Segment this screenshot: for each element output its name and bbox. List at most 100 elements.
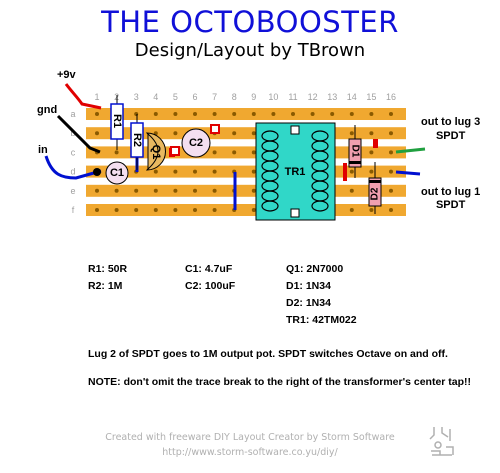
strip-hole: [212, 112, 217, 116]
strip-hole: [153, 169, 158, 174]
strip-hole: [193, 169, 197, 174]
strip-hole: [153, 208, 158, 212]
strip-hole: [95, 112, 99, 116]
column-label-10: 10: [268, 92, 278, 102]
strip-hole: [369, 131, 374, 136]
strip-hole: [95, 131, 99, 136]
column-label-7: 7: [212, 92, 217, 102]
bom-resistors: R1: 50R R2: 1M: [88, 263, 127, 297]
trace-cut: [343, 163, 347, 181]
column-label-6: 6: [192, 92, 197, 102]
label-tr1: TR1: [285, 166, 306, 178]
transformer-coils: [261, 130, 329, 212]
label-in: in: [38, 144, 48, 156]
column-label-4: 4: [153, 92, 158, 102]
strip-hole: [389, 131, 393, 136]
copper-strip-e: [86, 184, 406, 197]
strip-hole: [153, 188, 158, 193]
strip-hole: [173, 169, 178, 174]
strip-hole: [232, 150, 237, 155]
strip-hole: [349, 131, 354, 136]
bom-item: D2: 1N34: [286, 297, 331, 309]
column-label-16: 16: [386, 92, 396, 102]
label-out-lug1-line2: SPDT: [435, 199, 466, 211]
label-out-lug1-line1: out to lug 1: [421, 186, 481, 198]
label-9v: +9v: [57, 69, 76, 81]
strip-hole: [369, 169, 374, 174]
label-out-lug3-line2: SPDT: [435, 130, 466, 142]
strip-hole: [173, 208, 178, 212]
strip-hole: [134, 188, 139, 193]
wire-gnd: [56, 114, 101, 154]
row-label-d: d: [70, 167, 75, 177]
label-gnd: gnd: [37, 104, 58, 116]
bom-item: C1: 4.7uF: [185, 263, 233, 275]
diy-logo: [429, 427, 454, 456]
footer-credit: Created with freeware DIY Layout Creator…: [105, 432, 395, 443]
strip-hole: [389, 112, 393, 116]
strip-hole: [251, 188, 256, 193]
column-label-8: 8: [232, 92, 237, 102]
strip-hole: [212, 208, 217, 212]
strip-hole: [193, 188, 197, 193]
bom-item: R2: 1M: [88, 280, 123, 292]
copper-strip-a: [86, 108, 406, 120]
row-label-b: b: [70, 128, 75, 138]
copper-strip-f: [86, 204, 406, 216]
label-c1: C1: [110, 167, 124, 179]
footer-url[interactable]: http://www.storm-software.co.yu/diy/: [162, 447, 338, 458]
diode-d2: [368, 177, 382, 207]
column-label-12: 12: [308, 92, 318, 102]
strip-hole: [389, 169, 393, 174]
row-label-c: c: [71, 147, 76, 157]
strip-hole: [193, 112, 197, 116]
note-trace-break: NOTE: don't omit the trace break to the …: [88, 376, 472, 388]
column-label-3: 3: [134, 92, 139, 102]
column-label-13: 13: [327, 92, 337, 102]
row-label-e: e: [70, 186, 75, 196]
strip-hole: [173, 131, 178, 136]
column-label-9: 9: [251, 92, 256, 102]
wire-out-lug1: [395, 170, 421, 176]
column-labels: 12345678910111213141516: [94, 92, 396, 102]
strip-hole: [310, 112, 315, 116]
strip-hole: [212, 150, 217, 155]
label-d2: D2: [370, 187, 381, 200]
strip-hole: [232, 131, 237, 136]
label-r1: R1: [111, 114, 123, 128]
strip-hole: [369, 150, 374, 155]
strip-hole: [114, 188, 119, 193]
label-out-lug3: out to lug 3 SPDT: [421, 115, 480, 143]
column-label-1: 1: [94, 92, 99, 102]
label-out-lug3-line1: out to lug 3: [421, 116, 481, 128]
strip-hole: [134, 208, 139, 212]
row-label-f: f: [72, 205, 75, 215]
strip-hole: [271, 112, 276, 116]
strip-hole: [291, 112, 295, 116]
note-lug2: Lug 2 of SPDT goes to 1M output pot. SPD…: [88, 348, 448, 360]
label-d1: D1: [349, 145, 360, 158]
coil-loop: [311, 200, 329, 212]
strip-hole: [389, 150, 393, 155]
strip-hole: [251, 169, 256, 174]
label-q1: Q1: [150, 145, 162, 160]
bom-item: R1: 50R: [88, 263, 128, 275]
resistor-r1: [110, 103, 124, 140]
strip-hole: [251, 150, 256, 155]
column-label-15: 15: [366, 92, 376, 102]
strip-hole: [173, 188, 178, 193]
bom-item: C2: 100uF: [185, 280, 236, 292]
strip-hole: [251, 131, 256, 136]
strip-hole: [389, 188, 393, 193]
strip-hole: [212, 169, 217, 174]
strip-hole: [349, 208, 354, 212]
wire-out-lug3: [395, 147, 426, 154]
capacitor-c1: [105, 161, 129, 185]
bom-item: TR1: 42TM022: [286, 314, 357, 326]
trace-cut: [373, 139, 378, 148]
column-label-11: 11: [288, 92, 297, 102]
row-label-a: a: [70, 109, 75, 119]
strip-hole: [349, 169, 354, 174]
wire-9v: [64, 83, 102, 110]
